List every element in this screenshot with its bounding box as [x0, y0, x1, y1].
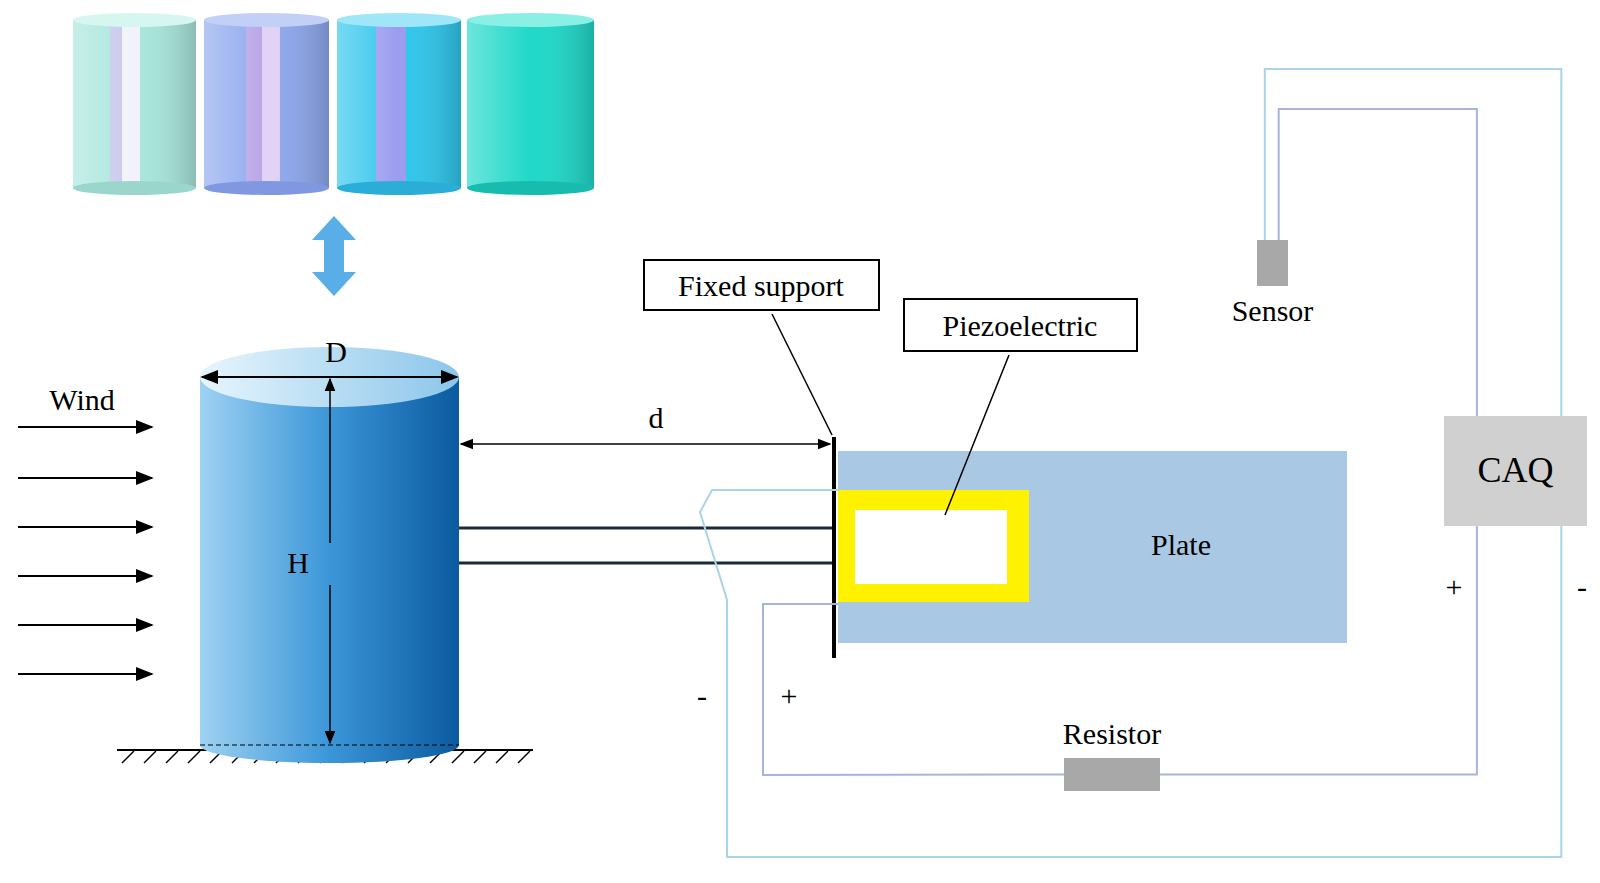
wind-arrow — [18, 477, 152, 479]
piezo-drawing — [838, 451, 1347, 643]
hatch-stroke — [496, 751, 508, 763]
cylinder-shade — [204, 20, 329, 188]
height-dimension — [329, 379, 331, 543]
connecting-rod — [459, 527, 832, 530]
cylinder-bottom — [337, 181, 461, 195]
wind-arrows — [18, 427, 152, 674]
annotation-label: - — [697, 681, 707, 711]
annotation-label: - — [1577, 572, 1587, 602]
cylinder-body — [73, 20, 196, 188]
base-line — [200, 744, 459, 745]
leader-line — [971, 355, 1009, 451]
cylinder-top — [204, 13, 329, 27]
hatch-stroke — [188, 751, 200, 763]
cylinder-shade — [337, 20, 461, 188]
annotation-label: d — [649, 403, 664, 433]
node-label: Plate — [1151, 528, 1211, 561]
cylinder-bottom — [204, 181, 329, 195]
cylinder-shade — [73, 20, 196, 188]
cylinder-top — [467, 13, 594, 27]
swap-arrow — [312, 216, 356, 296]
plate: Plate — [838, 451, 1347, 643]
cylinder-bottom — [467, 181, 594, 195]
cylinder-body — [204, 20, 329, 188]
cylinder-body — [337, 20, 461, 188]
height-dimension — [329, 585, 331, 743]
leader-line — [772, 314, 832, 435]
annotation-label: + — [1446, 572, 1463, 602]
annotation-label: + — [781, 681, 798, 711]
annotation-label: Wind — [49, 385, 114, 415]
node-label: Resistor — [1063, 717, 1161, 750]
resistor-symbol: Resistor — [1064, 758, 1160, 791]
node-label: Piezoelectric — [943, 309, 1098, 342]
cylinder-bottom — [73, 181, 196, 195]
wind-arrow — [18, 575, 152, 577]
callout-box: Piezoelectric — [903, 298, 1138, 352]
wire — [1265, 69, 1562, 416]
sensor-symbol: Sensor — [1257, 240, 1288, 286]
node-label: CAQ — [1477, 451, 1553, 491]
node-label: Fixed support — [678, 269, 844, 302]
fixed-support-bar — [832, 437, 836, 658]
callout-box: Fixed support — [643, 259, 880, 311]
cylinder-shade — [467, 20, 594, 188]
cylinder-top — [337, 13, 461, 27]
hatch-stroke — [518, 751, 530, 763]
wind-arrow — [18, 624, 152, 626]
connecting-rod — [459, 562, 832, 565]
diameter-dimension — [202, 376, 457, 378]
cylinder-variants — [73, 13, 594, 195]
wind-arrow — [18, 673, 152, 675]
cylinder-body — [200, 377, 459, 745]
wire — [1279, 109, 1477, 416]
hatch-stroke — [452, 751, 464, 763]
piezo-patch — [855, 510, 1007, 584]
annotation-label: D — [325, 337, 347, 367]
wind-arrow — [18, 526, 152, 528]
wind-arrow — [18, 426, 152, 428]
acquisition-box: CAQ — [1444, 416, 1587, 526]
cylinder-body — [467, 20, 594, 188]
piezo-frame — [838, 490, 1029, 602]
hatch-stroke — [474, 751, 486, 763]
node-label: Sensor — [1232, 294, 1314, 327]
spacing-dimension — [461, 443, 830, 445]
cylinder-top — [73, 13, 196, 27]
hatch-stroke — [122, 751, 134, 763]
leader-line — [945, 451, 971, 515]
hatch-stroke — [144, 751, 156, 763]
annotation-label: H — [287, 548, 309, 578]
hatch-stroke — [166, 751, 178, 763]
